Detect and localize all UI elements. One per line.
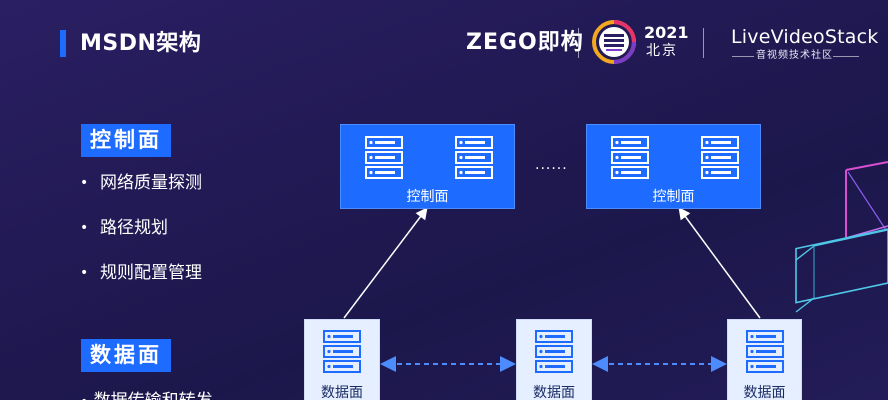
list-item: • 路径规划 bbox=[80, 217, 202, 262]
bullet-icon: • bbox=[80, 220, 89, 236]
control-plane-heading: 控制面 bbox=[81, 124, 171, 157]
node-label: 数据面 bbox=[533, 385, 575, 400]
node-label: 数据面 bbox=[743, 385, 786, 400]
server-stack-icon bbox=[611, 136, 649, 179]
decorative-neon-shapes bbox=[795, 161, 888, 313]
livevideostack-subtitle: 音视频技术社区 bbox=[756, 50, 833, 61]
data-plane-node: 数据面 bbox=[304, 319, 380, 400]
livevideo-hackathon-badge-icon bbox=[592, 20, 636, 64]
list-item: • 网络质量探测 bbox=[80, 172, 202, 217]
feature-text: 数据传输和转发 bbox=[94, 391, 213, 400]
data-plane-node: 数据面 bbox=[516, 319, 592, 400]
uplink-arrow bbox=[343, 207, 428, 319]
zego-logo: ZEGO即构 bbox=[466, 30, 584, 55]
page-title: MSDN架构 bbox=[80, 31, 202, 56]
bullet-icon: • bbox=[80, 175, 89, 191]
title-accent-bar bbox=[60, 30, 66, 57]
list-item: • 规则配置管理 bbox=[80, 262, 202, 307]
event-year: 2021 bbox=[644, 23, 689, 42]
feature-text: 路径规划 bbox=[100, 218, 168, 238]
data-plane-feature-partial: • 数据传输和转发 bbox=[80, 390, 213, 400]
subtitle-rule bbox=[732, 56, 754, 57]
feature-text: 规则配置管理 bbox=[100, 263, 202, 283]
bullet-icon: • bbox=[80, 394, 88, 400]
livevideostack-logo: LiveVideoStack bbox=[731, 26, 879, 48]
control-plane-feature-list: • 网络质量探测 • 路径规划 • 规则配置管理 bbox=[80, 172, 202, 307]
header-divider bbox=[578, 28, 579, 58]
server-stack-icon bbox=[323, 330, 361, 373]
node-label: 控制面 bbox=[652, 189, 695, 205]
bullet-icon: • bbox=[80, 265, 89, 281]
node-label: 数据面 bbox=[321, 385, 363, 400]
header-divider bbox=[703, 28, 704, 58]
server-stack-icon bbox=[365, 136, 403, 179]
server-stack-icon bbox=[746, 330, 784, 373]
uplink-arrow bbox=[678, 207, 761, 319]
server-stack-icon bbox=[701, 136, 739, 179]
server-stack-icon bbox=[535, 330, 573, 373]
subtitle-rule bbox=[833, 56, 859, 57]
feature-text: 网络质量探测 bbox=[100, 173, 202, 193]
data-plane-node: 数据面 bbox=[727, 319, 802, 400]
node-label: 控制面 bbox=[406, 189, 449, 205]
control-plane-node: 控制面 bbox=[340, 124, 515, 209]
control-plane-node: 控制面 bbox=[586, 124, 761, 209]
ellipsis: ...... bbox=[535, 157, 568, 173]
event-city: 北京 bbox=[646, 43, 678, 59]
data-plane-heading: 数据面 bbox=[81, 339, 171, 372]
server-stack-icon bbox=[455, 136, 493, 179]
